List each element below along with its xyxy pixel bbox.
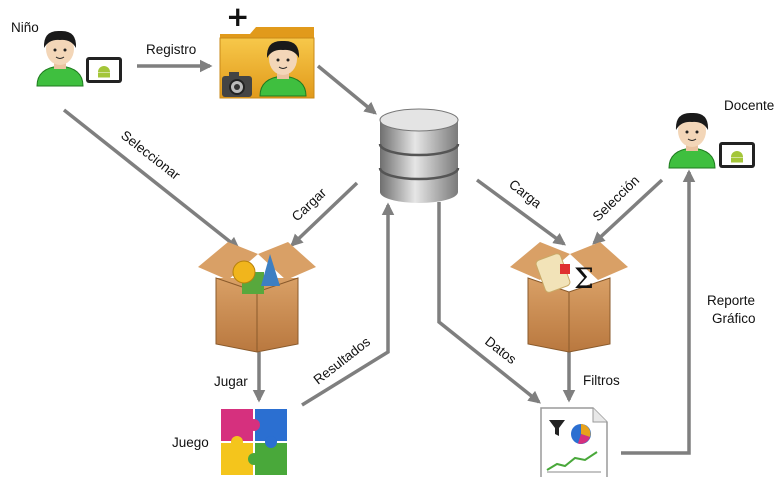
reporte-label-line1: Reporte [707, 293, 755, 308]
report-document-icon [540, 407, 608, 477]
database-icon [378, 108, 460, 203]
teacher-label: Docente [724, 98, 774, 113]
game-label: Juego [172, 435, 209, 450]
arrow-cargar [290, 181, 359, 247]
arrow-resultados [301, 202, 395, 407]
plus-icon: + [226, 0, 249, 33]
seleccion-label: Selección [590, 173, 643, 224]
puzzle-game-icon [221, 409, 287, 475]
sphere-icon [232, 260, 256, 284]
arrows [62, 59, 696, 455]
folder-user-icon [259, 40, 307, 97]
teacher-user-icon [668, 112, 716, 169]
camera-icon [222, 72, 252, 97]
stats-box-icon: Σ [510, 242, 628, 353]
registro-label: Registro [146, 42, 196, 57]
child-tablet-icon [86, 57, 122, 83]
cone-icon [261, 254, 280, 286]
arrow-carga [475, 178, 567, 246]
cargar-label: Cargar [289, 185, 330, 224]
filter-icon [549, 420, 565, 436]
arrow-datos [437, 202, 541, 404]
arrow-seleccionar [62, 108, 240, 250]
line-chart-icon [546, 451, 598, 471]
game-box-icon [198, 242, 316, 353]
jugar-label: Jugar [214, 374, 248, 389]
teacher-tablet-icon [719, 142, 755, 168]
sigma-icon: Σ [574, 262, 594, 295]
puzzle-piece-icon [560, 264, 570, 274]
child-label: Niño [11, 20, 39, 35]
filtros-label: Filtros [583, 373, 620, 388]
arrow-reporte [621, 169, 696, 455]
child-user-icon [36, 30, 84, 87]
arrow-seleccion [592, 178, 664, 245]
arrow-folder-to-database [316, 64, 377, 115]
seleccionar-label: Seleccionar [118, 128, 183, 184]
reporte-label-line2: Gráfico [712, 311, 756, 326]
